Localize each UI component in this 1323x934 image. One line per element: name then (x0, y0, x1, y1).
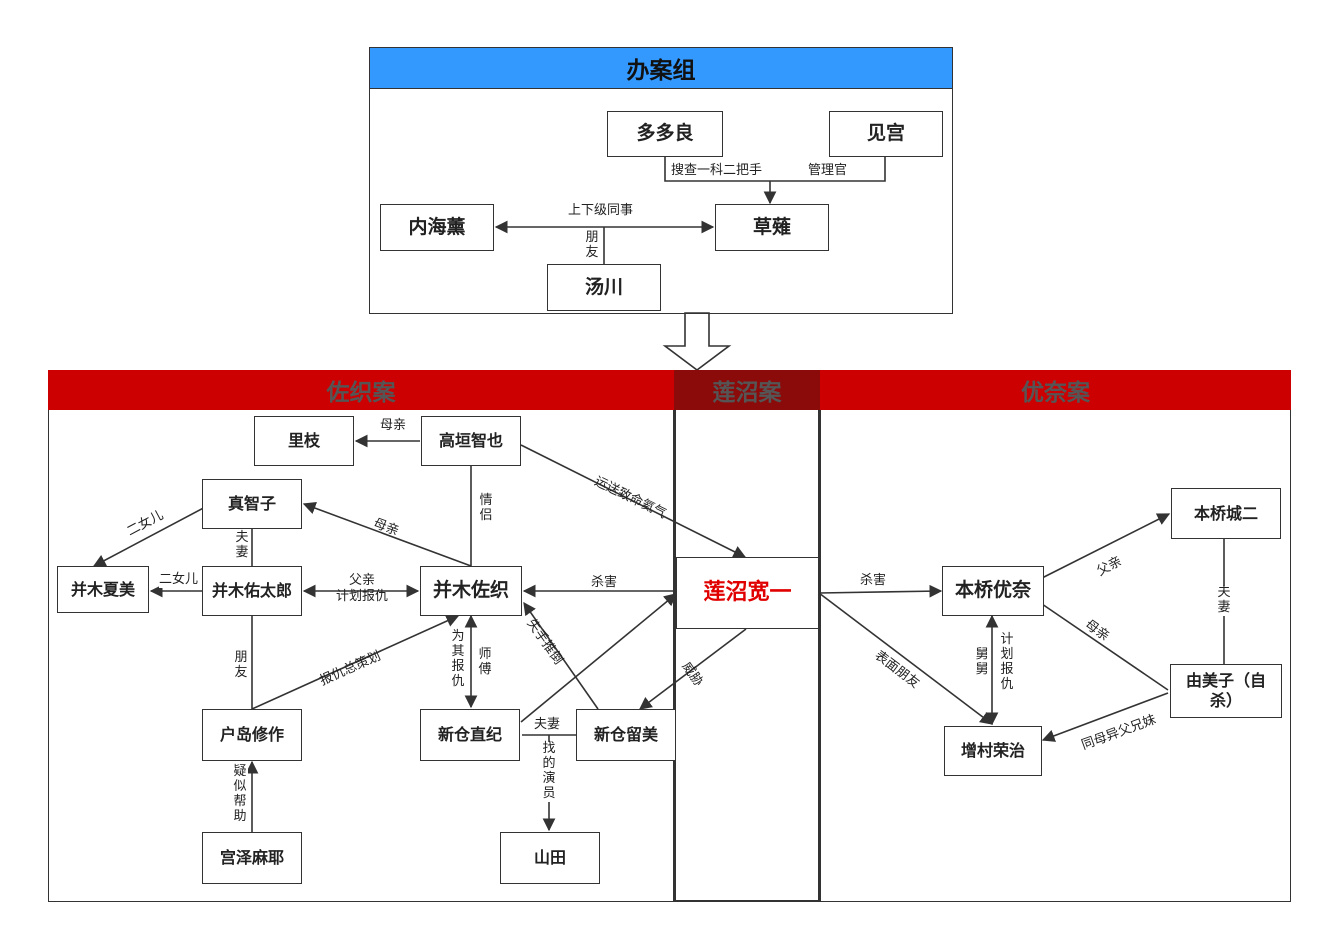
label-qinglv: 情侣 (478, 493, 494, 524)
node-hudao: 户岛修作 (202, 709, 302, 761)
case-frame-younai (820, 370, 1291, 902)
label-zhaodeyanyuan: 找的演员 (541, 741, 557, 802)
label-jiujiu: 舅舅 (974, 647, 990, 678)
arrow-lianzhao-younai (818, 584, 943, 598)
label-muqin1: 母亲 (380, 418, 407, 434)
arrow-gaoyuan-lianzhao (520, 444, 747, 558)
label-shahai2: 杀害 (860, 573, 887, 588)
label-shifu: 师傅 (477, 647, 493, 678)
node-gaoyuan: 高垣智也 (421, 416, 521, 466)
arrow-liumei-zuozhi (523, 601, 599, 710)
label-fuqi2: 夫妻 (534, 717, 561, 733)
case-header-zuozhi: 佐织案 (48, 370, 674, 410)
label-fuqin-jihua: 父亲 计划报仇 (336, 573, 389, 604)
arrow-lianzhao-liumei (638, 628, 747, 710)
arrow-zuozhi-zhenzhizi (302, 502, 472, 567)
node-neihaixun: 内海薰 (380, 204, 494, 251)
node-zhenzhizi: 真智子 (202, 479, 302, 529)
arrow-hudao-zuozhi (251, 614, 460, 710)
arrow-lianzhao-zengcun (818, 592, 994, 725)
arrow-youmeizi-zengcun (1041, 692, 1169, 742)
node-bingmuxiamei: 并木夏美 (57, 566, 149, 613)
arrow-younai-chenger (1041, 513, 1171, 579)
label-fuqi3: 夫妻 (1216, 585, 1232, 616)
node-lianzhao: 莲沼宽一 (676, 557, 819, 629)
node-benqiaoyounai: 本桥优奈 (942, 566, 1044, 616)
node-xincangliumei: 新仓留美 (576, 709, 676, 761)
label-yisibangzhu: 疑似帮助 (232, 764, 248, 825)
node-benqiaocheng: 本桥城二 (1171, 488, 1281, 539)
arrow-zhenzhizi-xiamei (92, 503, 212, 567)
node-duoduoliang: 多多良 (607, 111, 723, 157)
line-younai-youmeizi (1041, 603, 1169, 691)
node-shantian: 山田 (500, 832, 600, 884)
team-header: 办案组 (369, 47, 953, 89)
label-guanli: 管理官 (808, 163, 848, 179)
label-pengyou: 朋友 (584, 230, 600, 261)
case-header-younai: 优奈案 (820, 370, 1291, 410)
node-youmeizi: 由美子（自杀） (1170, 664, 1282, 718)
line-duoduoliang-caoti (664, 157, 770, 182)
label-fuqi1: 夫妻 (234, 530, 250, 561)
node-zengcun: 增村荣治 (944, 726, 1042, 776)
case-header-lianzhao: 莲沼案 (674, 370, 820, 410)
node-gongze: 宫泽麻耶 (202, 832, 302, 884)
node-jiangong: 见宫 (829, 111, 943, 157)
flow-down-arrow (662, 312, 732, 371)
label-jihuabaochou: 计划报仇 (999, 632, 1015, 693)
label-pengyou2: 朋友 (233, 650, 249, 681)
node-tangchuan: 汤川 (547, 264, 661, 311)
label-weiqibaochou: 为其报仇 (450, 629, 466, 690)
node-bingmuzuozhi: 并木佐织 (420, 566, 522, 616)
label-soucha: 搜查一科二把手 (671, 163, 763, 179)
label-shahai1: 杀害 (591, 575, 618, 590)
label-erner2: 二女儿 (159, 572, 199, 588)
node-caoti: 草薙 (715, 204, 829, 251)
label-shangxia: 上下级同事 (568, 203, 634, 219)
case-frame-lianzhao (674, 370, 820, 902)
arrow-zhiji-lianzhao (520, 593, 677, 723)
node-bingmuyoutailang: 并木佑太郎 (202, 566, 302, 616)
node-lizhi: 里枝 (254, 416, 354, 466)
line-jiangong-caoti (770, 157, 886, 182)
case-frame-zuozhi (48, 370, 674, 902)
node-xincangzhiji: 新仓直纪 (420, 709, 520, 761)
